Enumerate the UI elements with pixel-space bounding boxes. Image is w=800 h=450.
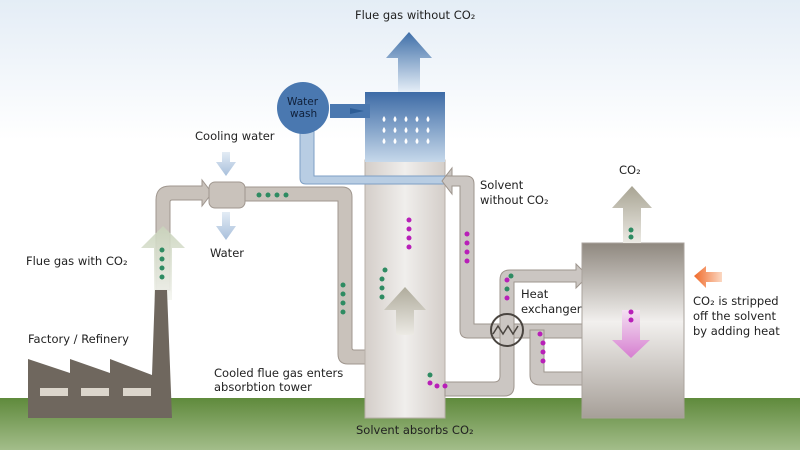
cooling-water-in-arrow: [216, 152, 236, 176]
solvent-molecule-dot: [540, 349, 546, 355]
solvent-molecule-dot: [434, 383, 440, 389]
co2-molecule-dot: [382, 267, 388, 273]
water-droplet-icon: [382, 116, 386, 122]
water-droplet-icon: [393, 138, 397, 144]
co2-molecule-dot: [340, 291, 346, 297]
co2-molecule-dot: [379, 276, 385, 282]
label-solvent-without-2: without CO₂: [480, 193, 549, 207]
water-droplet-icon: [426, 138, 430, 144]
gas-up-arrow: [384, 287, 426, 335]
label-factory: Factory / Refinery: [28, 332, 129, 346]
co2-molecule-dot: [159, 256, 165, 262]
co2-molecule-dot: [379, 294, 385, 300]
label-solvent-absorbs: Solvent absorbs CO₂: [356, 423, 474, 437]
solvent-molecule-dot: [464, 240, 470, 246]
solvent-molecule-dot: [442, 383, 448, 389]
water-droplet-icon: [415, 116, 419, 122]
flue-gas-out-arrow: [386, 32, 432, 92]
water-droplet-icon: [415, 127, 419, 133]
label-water-wash-1: Water: [287, 96, 319, 108]
solvent-molecule-dot: [406, 244, 412, 250]
solvent-molecule-dot: [537, 331, 543, 337]
water-droplet-icon: [415, 138, 419, 144]
water-wash-section: [365, 92, 445, 162]
label-water: Water: [210, 246, 244, 260]
factory-building: [28, 290, 172, 418]
label-cooling-water: Cooling water: [195, 129, 275, 143]
co2-molecule-dot: [504, 286, 510, 292]
solvent-molecule-dot: [464, 231, 470, 237]
solvent-molecule-dot: [406, 217, 412, 223]
co2-molecule-dot: [340, 309, 346, 315]
co2-molecule-dot: [340, 300, 346, 306]
water-droplet-icon: [393, 116, 397, 122]
solvent-molecule-dot: [406, 235, 412, 241]
label-co2-output: CO₂: [619, 163, 641, 177]
water-droplet-icon: [404, 138, 408, 144]
molecule-dots: [159, 192, 634, 389]
factory-window: [81, 388, 109, 396]
factory-window: [123, 388, 151, 396]
solvent-molecule-dot: [504, 277, 510, 283]
solvent-down-arrow: [612, 310, 650, 358]
water-droplet-icon: [426, 127, 430, 133]
label-heat-exchanger-2: exchanger: [521, 302, 582, 316]
co2-molecule-dot: [508, 273, 514, 279]
solvent-molecule-dot: [540, 358, 546, 364]
co2-out-arrow: [612, 186, 652, 243]
water-droplets: [382, 116, 430, 144]
solvent-molecule-dot: [464, 249, 470, 255]
water-droplet-icon: [426, 116, 430, 122]
water-droplet-icon: [382, 127, 386, 133]
heat-exchanger: [490, 313, 524, 347]
factory-window: [40, 388, 68, 396]
solvent-molecule-dot: [464, 258, 470, 264]
co2-molecule-dot: [159, 274, 165, 280]
co2-molecule-dot: [628, 234, 634, 240]
label-water-wash-2: wash: [290, 108, 318, 120]
water-wash-tank: [277, 82, 329, 134]
water-wash-feed-arrow: [350, 108, 364, 114]
co2-molecule-dot: [427, 372, 433, 378]
solvent-molecule-dot: [504, 295, 510, 301]
water-out-arrow: [216, 212, 236, 240]
solvent-molecule-dot: [427, 380, 433, 386]
solvent-molecule-dot: [628, 309, 634, 315]
co2-molecule-dot: [379, 285, 385, 291]
co2-molecule-dot: [256, 192, 262, 198]
label-flue-gas-with-co2: Flue gas with CO₂: [26, 254, 128, 268]
label-stripped-2: off the solvent: [693, 309, 777, 323]
co2-molecule-dot: [283, 192, 289, 198]
co2-molecule-dot: [340, 282, 346, 288]
co2-molecule-dot: [628, 227, 634, 233]
label-cooled-flue-gas-2: absorbtion tower: [214, 380, 312, 394]
co2-molecule-dot: [159, 265, 165, 271]
water-droplet-icon: [393, 127, 397, 133]
heat-input-arrow: [694, 266, 722, 288]
water-wash-loop-pipe: [299, 116, 453, 185]
co2-molecule-dot: [159, 247, 165, 253]
flue-gas-up-arrow: [141, 226, 185, 300]
co2-molecule-dot: [274, 192, 280, 198]
water-droplet-icon: [404, 127, 408, 133]
label-heat-exchanger-1: Heat: [521, 287, 549, 301]
label-stripped-1: CO₂ is stripped: [693, 294, 779, 308]
water-droplet-icon: [404, 116, 408, 122]
solvent-molecule-dot: [540, 340, 546, 346]
label-flue-gas-without-co2: Flue gas without CO₂: [355, 8, 476, 22]
solvent-molecule-dot: [406, 226, 412, 232]
co2-molecule-dot: [265, 192, 271, 198]
water-droplet-icon: [382, 138, 386, 144]
label-solvent-without-1: Solvent: [480, 178, 524, 192]
label-cooled-flue-gas-1: Cooled flue gas enters: [214, 366, 344, 380]
label-stripped-3: by adding heat: [693, 324, 780, 338]
solvent-molecule-dot: [628, 317, 634, 323]
